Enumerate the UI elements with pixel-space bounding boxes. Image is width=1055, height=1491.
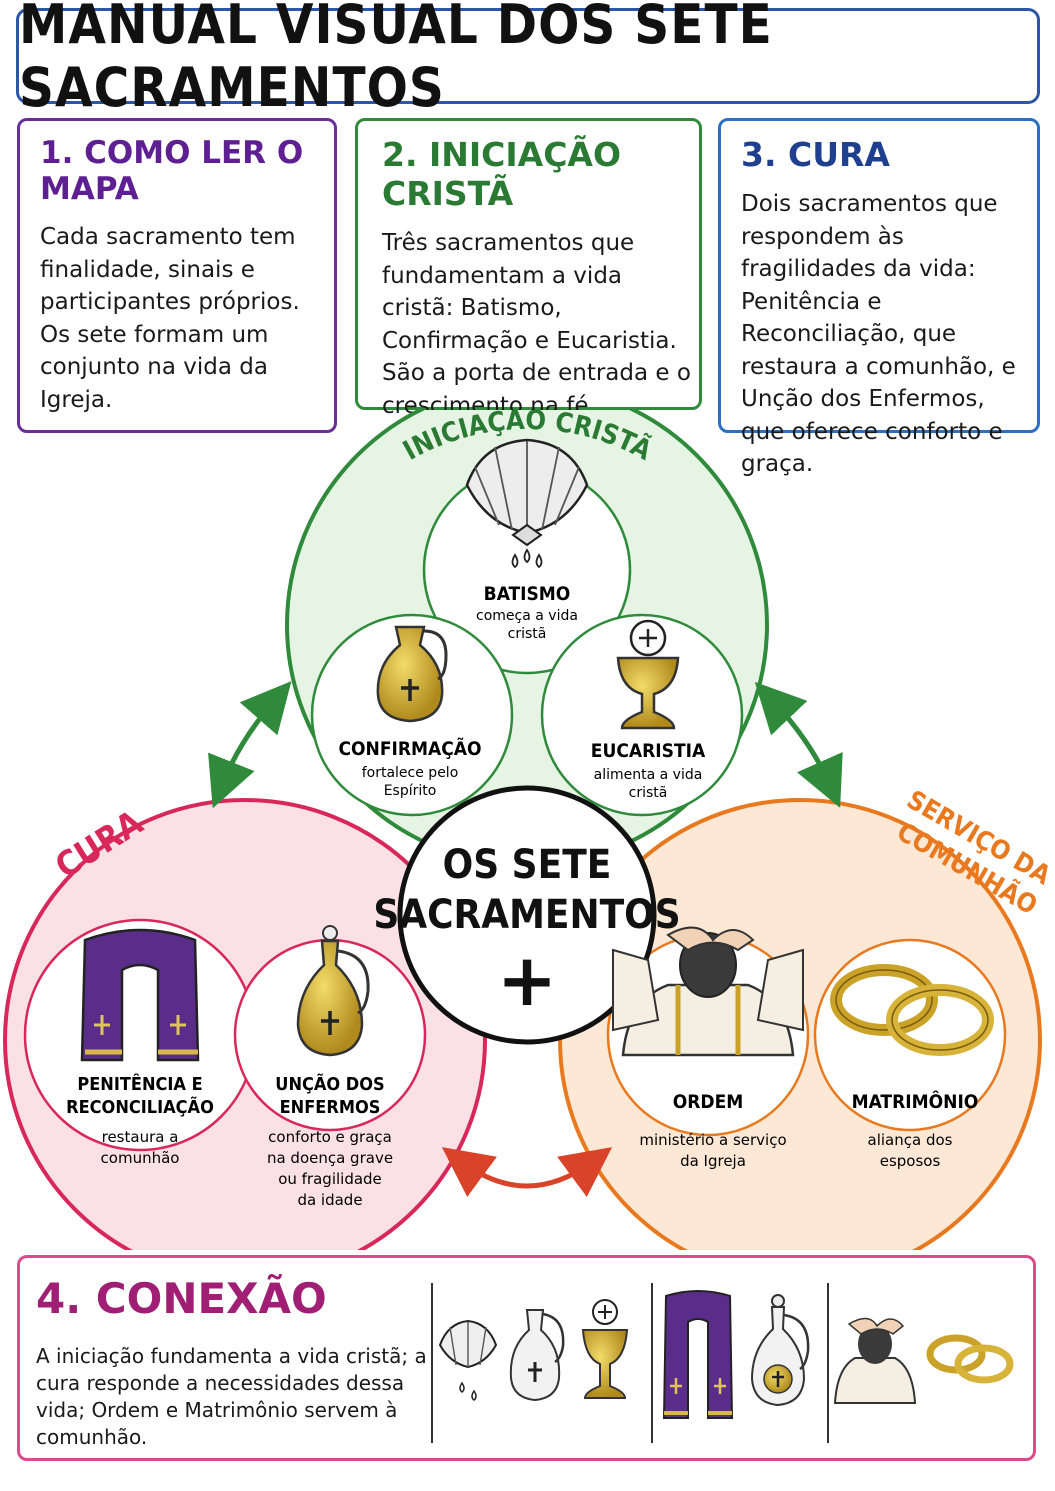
healing-text: Dois sacramentos que respondem às fragil… bbox=[741, 191, 1016, 477]
connection-text: A iniciação fundamenta a vida cristã; a … bbox=[36, 1344, 427, 1449]
ordination-hands-icon bbox=[612, 926, 804, 1057]
title-banner: MANUAL VISUAL DOS SETE SACRAMENTOS bbox=[16, 0, 1040, 119]
matrimonio-name: MATRIMÔNIO bbox=[852, 1089, 979, 1113]
healing-box: 3. CURA Dois sacramentos que respondem à… bbox=[718, 118, 1040, 477]
penitencia-desc-line2: comunhão bbox=[101, 1149, 180, 1167]
ordination-hands-icon bbox=[833, 1317, 917, 1404]
center-cross-icon: + bbox=[497, 938, 557, 1022]
confirmacao-name: CONFIRMAÇÃO bbox=[338, 736, 481, 760]
penitencia-desc-line1: restaura a bbox=[102, 1128, 179, 1146]
page-title: MANUAL VISUAL DOS SETE SACRAMENTOS bbox=[19, 0, 773, 119]
confirmacao-desc-line2: Espírito bbox=[384, 783, 437, 799]
chalice-icon bbox=[616, 619, 680, 730]
how-to-read-heading: 1. COMO LER O MAPA bbox=[40, 135, 304, 207]
arrow-initiation-healing bbox=[208, 681, 292, 809]
matrimonio-desc-line1: aliança dos bbox=[868, 1131, 953, 1149]
batismo-desc-line1: começa a vida bbox=[476, 608, 578, 624]
center-title-line2: SACRAMENTOS bbox=[373, 892, 680, 938]
center-title-line1: OS SETE bbox=[443, 842, 612, 888]
batismo-desc-line2: cristã bbox=[508, 626, 547, 642]
batismo-name: BATISMO bbox=[484, 583, 571, 605]
uncao-desc-line3: ou fragilidade bbox=[278, 1170, 382, 1188]
eucaristia-desc-line2: cristã bbox=[629, 785, 668, 801]
arrow-healing-service bbox=[441, 1147, 613, 1197]
ordem-name: ORDEM bbox=[673, 1091, 744, 1113]
ordem-desc-line1: ministério a serviço bbox=[639, 1131, 786, 1149]
penitencia-name-line1: PENITÊNCIA E bbox=[77, 1073, 202, 1095]
how-to-read-text: Cada sacramento tem finalidade, sinais e… bbox=[40, 224, 300, 413]
initiation-text: Três sacramentos que fundamentam a vida … bbox=[382, 230, 691, 419]
how-to-read-box: 1. COMO LER O MAPA Cada sacramento tem f… bbox=[17, 118, 337, 433]
penitencia-name-line2: RECONCILIAÇÃO bbox=[66, 1095, 214, 1118]
center-circle bbox=[397, 785, 657, 1045]
uncao-name-line2: ENFERMOS bbox=[280, 1097, 381, 1118]
connection-box: 4. CONEXÃO A iniciação fundamenta a vida… bbox=[17, 1255, 1036, 1461]
oil-jug-icon bbox=[509, 1309, 565, 1402]
stole-icon bbox=[662, 1290, 734, 1419]
connection-heading: 4. CONEXÃO bbox=[36, 1274, 327, 1323]
initiation-heading: 2. INICIAÇÃO CRISTÃ bbox=[382, 135, 622, 213]
oil-cruet-icon bbox=[296, 925, 370, 1057]
stole-icon bbox=[80, 928, 200, 1062]
healing-heading: 3. CURA bbox=[741, 135, 890, 174]
rings-icon bbox=[830, 964, 994, 1056]
ordem-desc-line2: da Igreja bbox=[680, 1152, 746, 1170]
arrow-initiation-service bbox=[754, 681, 843, 808]
uncao-desc-line4: da idade bbox=[297, 1191, 362, 1209]
initiation-box: 2. INICIAÇÃO CRISTÃ Três sacramentos que… bbox=[355, 118, 702, 419]
matrimonio-desc-line2: esposos bbox=[880, 1152, 941, 1170]
eucaristia-name: EUCARISTIA bbox=[591, 740, 706, 762]
uncao-name-line1: UNÇÃO DOS bbox=[275, 1072, 384, 1095]
sacraments-diagram: INICIAÇÃO CRISTÃ CURA SERVIÇO DA COMUNHÃ… bbox=[3, 410, 1055, 1250]
shell-icon bbox=[465, 438, 589, 569]
uncao-desc-line1: conforto e graça bbox=[268, 1128, 392, 1146]
connection-icons-strip bbox=[431, 1283, 1014, 1443]
oil-cruet-icon bbox=[750, 1294, 810, 1407]
shell-icon bbox=[438, 1319, 498, 1401]
eucaristia-desc-line1: alimenta a vida bbox=[594, 767, 703, 783]
chalice-icon bbox=[581, 1299, 629, 1399]
oil-jug-icon bbox=[376, 625, 448, 723]
confirmacao-desc-line1: fortalece pelo bbox=[362, 765, 459, 781]
rings-icon bbox=[926, 1334, 1014, 1384]
uncao-desc-line2: na doença grave bbox=[267, 1149, 393, 1167]
